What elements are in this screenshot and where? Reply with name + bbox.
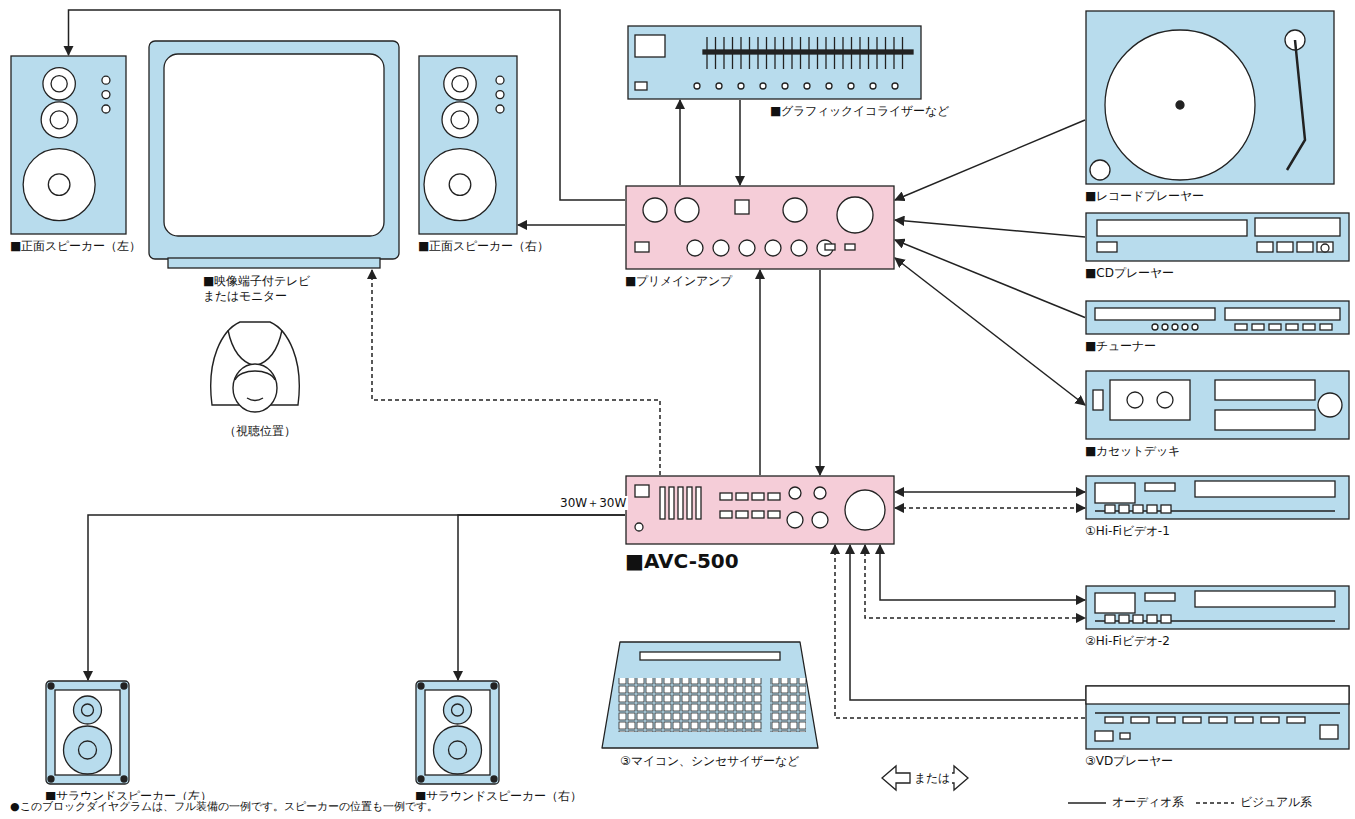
device-label: ②Hi-Fiビデオ-2 bbox=[1085, 634, 1170, 649]
audio-connector bbox=[880, 545, 1085, 600]
video-deck: ②Hi-Fiビデオ-2 bbox=[1085, 585, 1350, 630]
or-arrows bbox=[882, 766, 968, 790]
audio-connector bbox=[895, 120, 1085, 200]
front-speaker: ■正面スピーカー（左） bbox=[10, 55, 127, 235]
device-label: ■プリメインアンプ bbox=[625, 274, 732, 289]
equalizer: ■グラフィックイコライザーなど bbox=[627, 25, 922, 100]
surround-speaker-drawing bbox=[45, 680, 130, 785]
front-speaker-drawing bbox=[418, 55, 518, 235]
visual-connector bbox=[865, 545, 1085, 618]
legend-item: ビジュアル系 bbox=[1196, 794, 1312, 811]
audio-connector bbox=[895, 491, 1085, 493]
audio-connector bbox=[819, 270, 821, 475]
device-label: ■CDプレーヤー bbox=[1085, 266, 1174, 281]
legend-item: オーディオ系 bbox=[1068, 794, 1184, 811]
legend-text: ビジュアル系 bbox=[1240, 794, 1312, 811]
visual-connector bbox=[895, 507, 1085, 509]
legend-line-sample bbox=[1068, 798, 1108, 808]
device-label: ■正面スピーカー（右） bbox=[418, 239, 549, 254]
computer-drawing bbox=[600, 640, 820, 750]
audio-connector bbox=[850, 545, 1085, 700]
audio-connector bbox=[895, 220, 1085, 237]
cd-player: ■CDプレーヤー bbox=[1085, 212, 1350, 262]
computer: ③マイコン、シンセサイザーなど bbox=[600, 640, 820, 750]
legend-text: オーディオ系 bbox=[1112, 794, 1184, 811]
device-label: ■グラフィックイコライザーなど bbox=[770, 104, 949, 119]
device-label: ③VDプレーヤー bbox=[1085, 754, 1173, 769]
av-controller-drawing bbox=[625, 475, 895, 545]
power-rating: 30W＋30W bbox=[558, 496, 628, 510]
vd-player: ③VDプレーヤー bbox=[1085, 685, 1350, 750]
device-label: ③マイコン、シンセサイザーなど bbox=[620, 754, 799, 769]
surround-speaker: ■サラウンドスピーカー（右） bbox=[415, 680, 500, 785]
audio-connector bbox=[895, 258, 1085, 405]
front-speaker: ■正面スピーカー（右） bbox=[418, 55, 518, 235]
visual-connector bbox=[835, 545, 1085, 718]
audio-connector bbox=[518, 224, 625, 226]
device-label: ■AVC-500 bbox=[625, 549, 739, 574]
tuner-drawing bbox=[1085, 300, 1350, 335]
audio-connector bbox=[739, 100, 741, 185]
audio-connector bbox=[759, 270, 761, 475]
audio-connector bbox=[679, 100, 681, 185]
surround-speaker: ■サラウンドスピーカー（左） bbox=[45, 680, 130, 785]
device-label: ①Hi-Fiビデオ-1 bbox=[1085, 524, 1170, 539]
tuner: ■チューナー bbox=[1085, 300, 1350, 335]
vd-player-drawing bbox=[1085, 685, 1350, 750]
device-label: ■映像端子付テレビ またはモニター bbox=[203, 274, 335, 304]
device-label: ■カセットデッキ bbox=[1085, 444, 1180, 459]
record-player: ■レコードプレーヤー bbox=[1085, 10, 1335, 185]
device-label: ■チューナー bbox=[1085, 339, 1156, 354]
record-player-drawing bbox=[1085, 10, 1335, 185]
device-label: ■サラウンドスピーカー（右） bbox=[415, 789, 582, 804]
video-deck-drawing bbox=[1085, 475, 1350, 520]
cassette-deck: ■カセットデッキ bbox=[1085, 370, 1350, 440]
tv-monitor-drawing bbox=[148, 40, 400, 270]
amplifier-drawing bbox=[625, 185, 895, 270]
amplifier: ■プリメインアンプ bbox=[625, 185, 895, 270]
footnote: ●このブロックダイヤグラムは、フル装備の一例です。スピーカーの位置も一例です。 bbox=[8, 800, 440, 813]
av-controller: ■AVC-500 bbox=[625, 475, 895, 545]
equalizer-drawing bbox=[627, 25, 922, 100]
visual-connector bbox=[372, 270, 660, 475]
front-speaker-drawing bbox=[10, 55, 127, 235]
surround-speaker-drawing bbox=[415, 680, 500, 785]
audio-connector bbox=[895, 240, 1085, 318]
tv-monitor: ■映像端子付テレビ またはモニター bbox=[148, 40, 400, 270]
viewer-figure bbox=[211, 322, 300, 412]
legend-line-sample bbox=[1196, 798, 1236, 808]
cassette-deck-drawing bbox=[1085, 370, 1350, 440]
video-deck: ①Hi-Fiビデオ-1 bbox=[1085, 475, 1350, 520]
or-text: または bbox=[912, 771, 952, 785]
audio-connector bbox=[88, 515, 625, 680]
device-label: ■レコードプレーヤー bbox=[1085, 189, 1204, 204]
viewer-label: （視聴位置） bbox=[222, 424, 298, 438]
cd-player-drawing bbox=[1085, 212, 1350, 262]
audio-connector bbox=[458, 515, 625, 680]
device-label: ■正面スピーカー（左） bbox=[10, 239, 141, 254]
video-deck-drawing bbox=[1085, 585, 1350, 630]
